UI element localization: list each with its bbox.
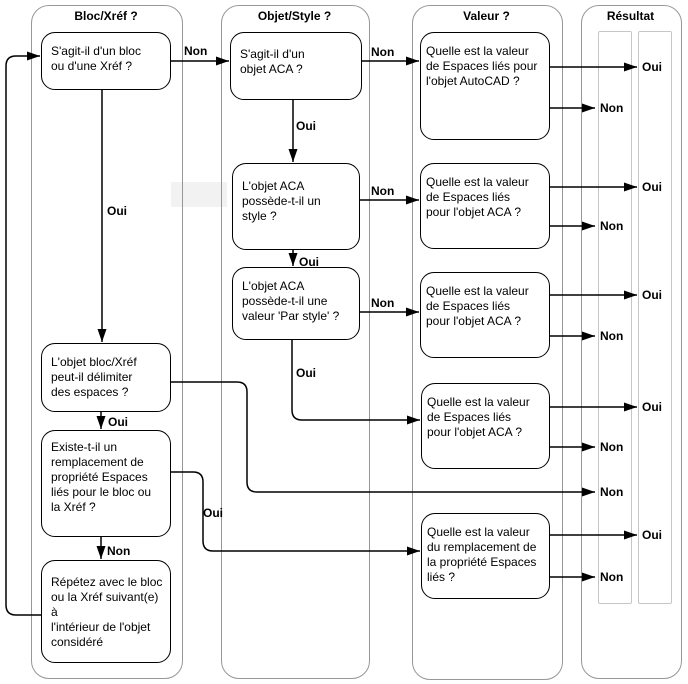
result-label-oui: Oui bbox=[642, 180, 662, 194]
result-label-non: Non bbox=[600, 485, 624, 499]
result-label-oui: Oui bbox=[642, 288, 662, 302]
edge-label-oui: Oui bbox=[296, 119, 316, 133]
connector-b3-oui-to-v5 bbox=[171, 471, 420, 556]
node-bloc-xref-question: S'agit-il d'un bloc ou d'une Xréf ? bbox=[41, 32, 171, 90]
edge-label-oui: Oui bbox=[107, 204, 127, 218]
edge-label-oui: Oui bbox=[296, 366, 316, 380]
edge-label-non: Non bbox=[184, 44, 208, 58]
result-lane-oui bbox=[638, 31, 672, 604]
connector-b2-to-result-non bbox=[171, 381, 595, 497]
node-par-style-question: L'objet ACA possède-t-il une valeur 'Par… bbox=[232, 267, 360, 340]
node-valeur-aca-question-3: Quelle est la valeur de Espaces liés pou… bbox=[421, 383, 550, 469]
node-remplacement-question: Existe-t-il un remplacement de propriété… bbox=[41, 430, 171, 537]
node-valeur-autocad-question: Quelle est la valeur de Espaces liés pou… bbox=[420, 32, 550, 140]
node-valeur-aca-question-1: Quelle est la valeur de Espaces liés pou… bbox=[420, 163, 550, 249]
edge-label-non: Non bbox=[371, 296, 395, 310]
edge-label-oui: Oui bbox=[299, 255, 319, 269]
column-title-valeur: Valeur ? bbox=[463, 9, 510, 23]
column-title-resultat: Résultat bbox=[606, 9, 655, 23]
result-label-oui: Oui bbox=[642, 528, 662, 542]
result-label-oui: Oui bbox=[642, 60, 662, 74]
edge-label-oui: Oui bbox=[108, 415, 128, 429]
result-label-non: Non bbox=[600, 440, 624, 454]
background-artifact bbox=[171, 182, 227, 207]
result-label-non: Non bbox=[600, 101, 624, 115]
node-valeur-aca-question-2: Quelle est la valeur de Espaces liés pou… bbox=[420, 272, 550, 358]
node-repetez-action: Répétez avec le bloc ou la Xréf suivant(… bbox=[41, 560, 171, 663]
column-objet-style bbox=[221, 5, 370, 679]
column-title-bloc-xref: Bloc/Xréf ? bbox=[74, 9, 138, 23]
edge-label-non: Non bbox=[107, 544, 131, 558]
column-valeur bbox=[412, 5, 563, 680]
edge-label-non: Non bbox=[371, 184, 395, 198]
column-title-objet-style: Objet/Style ? bbox=[257, 9, 332, 23]
result-label-non: Non bbox=[600, 329, 624, 343]
result-lane-non bbox=[598, 31, 632, 604]
edge-label-oui: Oui bbox=[203, 506, 223, 520]
column-resultat bbox=[581, 5, 682, 679]
edge-label-non: Non bbox=[371, 45, 395, 59]
result-label-non: Non bbox=[600, 570, 624, 584]
node-objet-aca-question: S'agit-il d'un objet ACA ? bbox=[230, 32, 362, 100]
node-style-question: L'objet ACA possède-t-il un style ? bbox=[232, 163, 360, 250]
node-delimiter-espaces-question: L'objet bloc/Xréf peut-il délimiter des … bbox=[41, 343, 171, 412]
connector-loop-b4-to-b1 bbox=[5, 51, 41, 616]
column-bloc-xref bbox=[31, 5, 183, 679]
node-valeur-remplacement-question: Quelle est la valeur du remplacement de … bbox=[421, 513, 550, 599]
result-label-non: Non bbox=[600, 219, 624, 233]
result-label-oui: Oui bbox=[642, 400, 662, 414]
connector-o3-oui-to-v4 bbox=[291, 340, 420, 425]
